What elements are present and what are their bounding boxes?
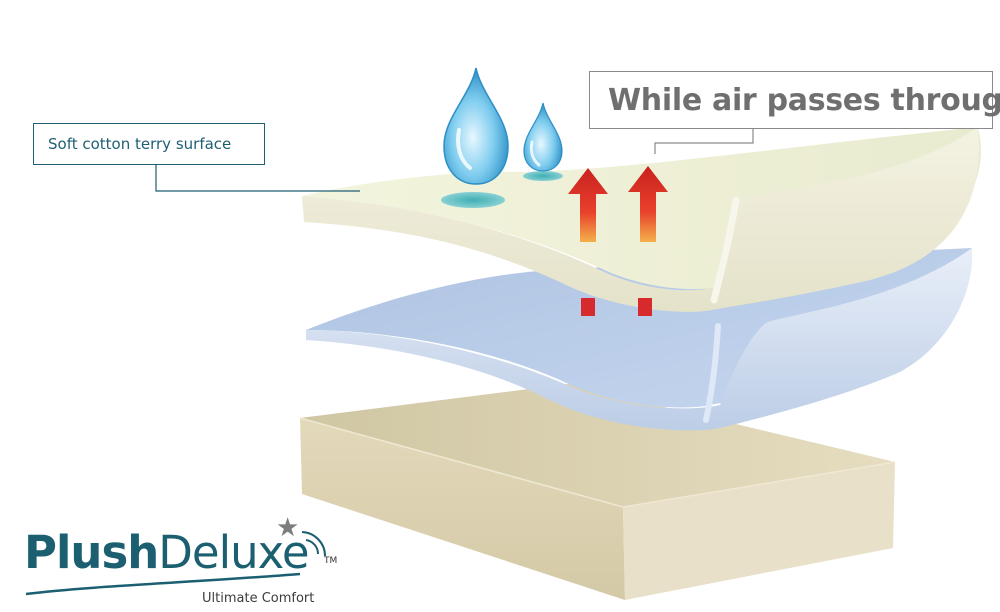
water-drop-icon: [523, 102, 563, 172]
brand-name: PlushDeluxe: [24, 526, 310, 579]
foam-layer: [299, 384, 896, 600]
arrow-up-icon: [628, 166, 668, 242]
logo-graphics: [25, 531, 327, 596]
water-drops: [441, 67, 563, 208]
airflow-arrows-upper: [568, 166, 668, 242]
brand-tagline: Ultimate Comfort: [202, 591, 315, 606]
arrow-up-icon: [638, 298, 652, 316]
callout-leaders: [155, 129, 754, 192]
arrow-up-icon: [568, 168, 608, 242]
brand-logo: ★ PlushDeluxe TM Ultimate Comfort: [22, 512, 342, 608]
arrow-up-icon: [581, 298, 595, 316]
airflow-arrows-lower: [581, 298, 652, 316]
water-drop-icon: [443, 67, 509, 185]
trademark-mark: TM: [324, 556, 338, 566]
brand-name-part1: Plush: [24, 526, 159, 579]
brand-name-part2: Deluxe: [158, 526, 309, 579]
star-icon: ★: [276, 512, 300, 542]
callout-air-passes: While air passes through: [589, 71, 1000, 129]
callout-cotton-surface: Soft cotton terry surface: [33, 123, 265, 165]
